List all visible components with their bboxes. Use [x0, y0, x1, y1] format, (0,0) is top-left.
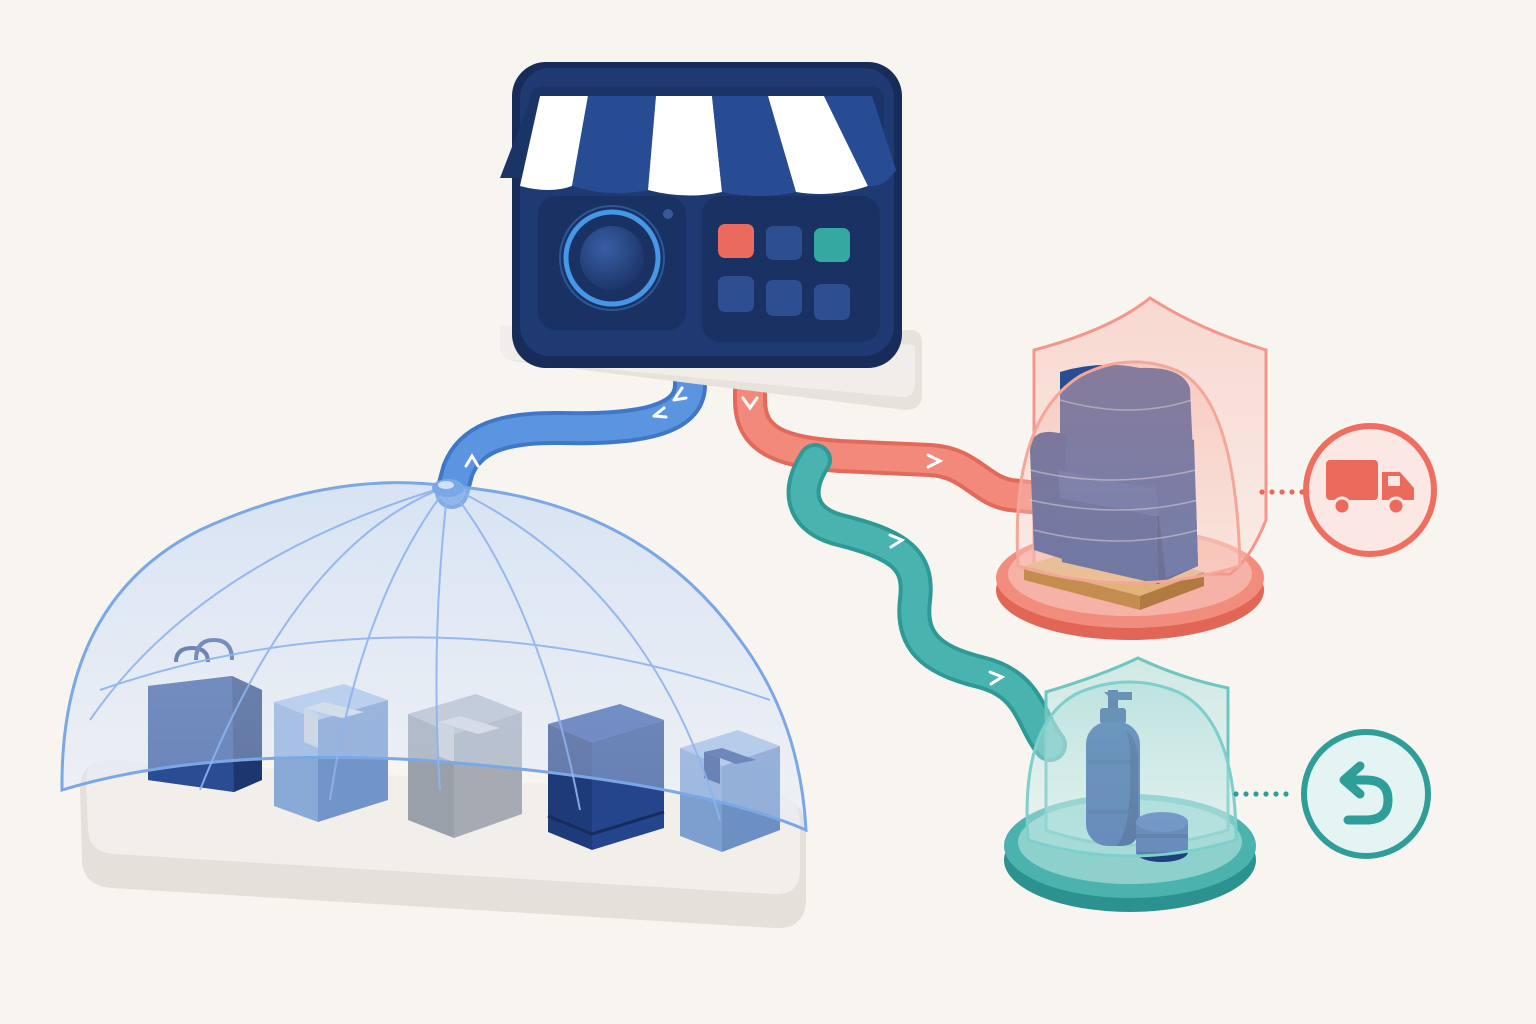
path-store-to-warehouse	[435, 328, 707, 509]
keypad-button[interactable]	[814, 284, 850, 320]
teal-button[interactable]	[814, 228, 850, 262]
bulky-node[interactable]	[996, 296, 1268, 640]
flow-arrow-icon	[464, 386, 688, 468]
keypad-button[interactable]	[718, 276, 754, 312]
delivery-truck-icon	[1326, 460, 1414, 516]
awning-icon	[500, 86, 896, 196]
path-store-to-returns	[786, 443, 1067, 762]
dial-knob-icon[interactable]	[559, 205, 673, 311]
glass-dome-icon	[1025, 680, 1238, 858]
keypad-buttons[interactable]	[718, 224, 850, 320]
coral-button[interactable]	[718, 224, 754, 258]
connector-dots	[1233, 791, 1289, 797]
return-badge[interactable]	[1301, 729, 1431, 859]
protection-dome-icon	[60, 479, 808, 833]
blue-button[interactable]	[766, 226, 802, 260]
store-node[interactable]	[500, 62, 922, 410]
connector-dots	[1259, 489, 1305, 495]
flow-arrow-icon	[741, 396, 944, 469]
warehouse-node[interactable]	[60, 479, 808, 929]
glass-dome-icon	[1015, 360, 1242, 585]
keypad-button[interactable]	[766, 280, 802, 316]
path-store-to-bulky	[733, 338, 1057, 515]
delivery-badge[interactable]	[1303, 423, 1437, 557]
returns-node[interactable]	[1004, 656, 1256, 912]
return-arrow-icon	[1339, 761, 1393, 825]
flow-arrow-icon	[888, 533, 1006, 686]
